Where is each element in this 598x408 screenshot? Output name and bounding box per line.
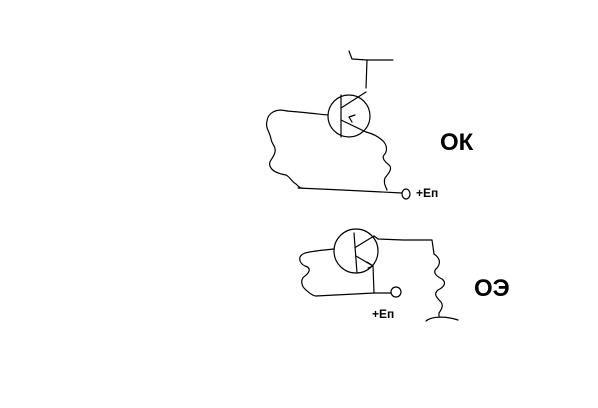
common-collector-circuit: +Еп ОК <box>265 50 474 200</box>
collector-wire <box>373 235 435 255</box>
base-resistor-squiggle <box>265 109 303 189</box>
supply-terminal <box>401 188 411 200</box>
circuit-label: ОК <box>440 129 474 156</box>
emitter-lead <box>372 265 375 294</box>
common-emitter-circuit: +Еп ОЭ <box>299 228 510 322</box>
transistor-icon <box>333 228 379 274</box>
transistor-icon <box>327 91 371 138</box>
circuit-label: ОЭ <box>474 275 510 302</box>
supply-label: +Еп <box>416 186 438 200</box>
ground-icon <box>425 312 459 322</box>
bottom-left-wire <box>315 292 375 297</box>
base-wire <box>286 110 329 116</box>
bottom-wire <box>297 187 403 194</box>
collector-wire <box>365 59 394 89</box>
emitter-wire <box>365 131 384 142</box>
supply-terminal <box>390 286 402 298</box>
emitter-resistor-squiggle <box>382 140 392 191</box>
collector-resistor-squiggle <box>433 253 446 314</box>
top-wire-stub <box>348 50 368 61</box>
base-resistor-squiggle <box>299 252 317 297</box>
supply-label: +Еп <box>372 307 394 321</box>
base-wire <box>304 248 335 254</box>
